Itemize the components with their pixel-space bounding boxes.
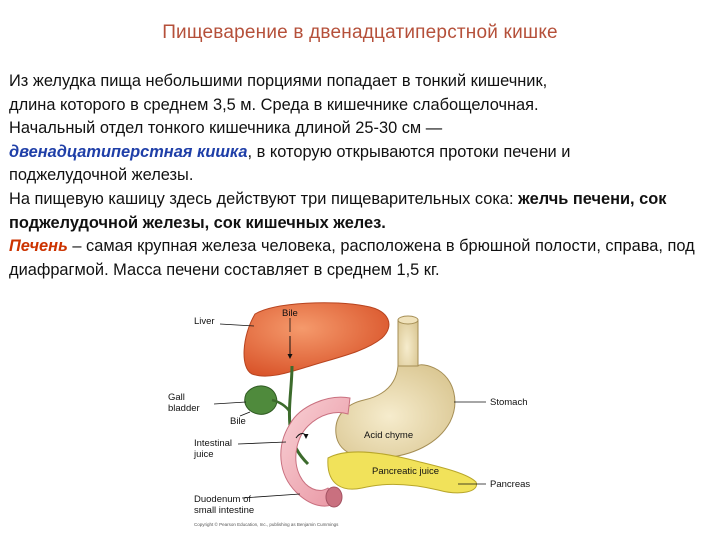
paragraph-liver: Печень – самая крупная железа человека, … xyxy=(9,235,709,282)
label-liver: Liver xyxy=(194,316,215,327)
term-liver: Печень xyxy=(9,237,68,256)
stomach-shape xyxy=(335,364,456,459)
label-duodenum: Duodenum of xyxy=(194,494,251,505)
label-bladder: bladder xyxy=(168,403,200,414)
label-acid-chyme: Acid chyme xyxy=(364,430,413,441)
digestive-organs-figure: Liver Bile Gall bladder Bile Intestinal … xyxy=(168,302,530,527)
juices-list: желчь печени, сок поджелудочной железы, … xyxy=(9,189,667,232)
slide-title: Пищеварение в двенадцатиперстной кишке xyxy=(162,22,558,43)
leader-lines xyxy=(213,318,486,499)
label-pancreas: Pancreas xyxy=(490,479,530,490)
label-small-intestine: small intestine xyxy=(194,505,254,516)
text-line: поджелудочной железы. xyxy=(9,166,194,185)
label-bile-top: Bile xyxy=(282,308,298,319)
text-line: Из желудка пища небольшими порциями попа… xyxy=(9,72,548,90)
paragraph-juices: На пищевую кашицу здесь действуют три пи… xyxy=(9,188,709,235)
pancreas-shape xyxy=(327,451,477,494)
term-duodenum: двенадцатиперстная кишка xyxy=(9,142,248,161)
label-stomach: Stomach xyxy=(490,397,528,408)
label-bile-bottom: Bile xyxy=(230,416,246,427)
slide-body: Из желудка пища небольшими порциями попа… xyxy=(9,70,709,282)
text-fragment: – самая крупная железа человека, располо… xyxy=(9,237,695,279)
label-intestinal: Intestinal xyxy=(194,438,232,449)
gall-bladder-shape xyxy=(244,385,278,415)
label-pancreatic-juice: Pancreatic juice xyxy=(372,466,439,477)
copyright-note: Copyright © Pearson Education, Inc., pub… xyxy=(194,521,339,527)
label-gall: Gall xyxy=(168,392,185,403)
text-line: Начальный отдел тонкого кишечника длиной… xyxy=(9,119,443,138)
text-fragment: На пищевую кашицу здесь действуют три пи… xyxy=(9,189,514,208)
text-fragment: , в которую открываются протоки печени и xyxy=(247,142,571,161)
liver-shape xyxy=(243,302,390,377)
text-line: длина которого в среднем 3,5 м. Среда в … xyxy=(9,95,539,114)
label-juice: juice xyxy=(193,449,214,460)
esophagus-shape xyxy=(397,316,419,373)
paragraph-intestine: Из желудка пища небольшими порциями попа… xyxy=(9,70,709,188)
